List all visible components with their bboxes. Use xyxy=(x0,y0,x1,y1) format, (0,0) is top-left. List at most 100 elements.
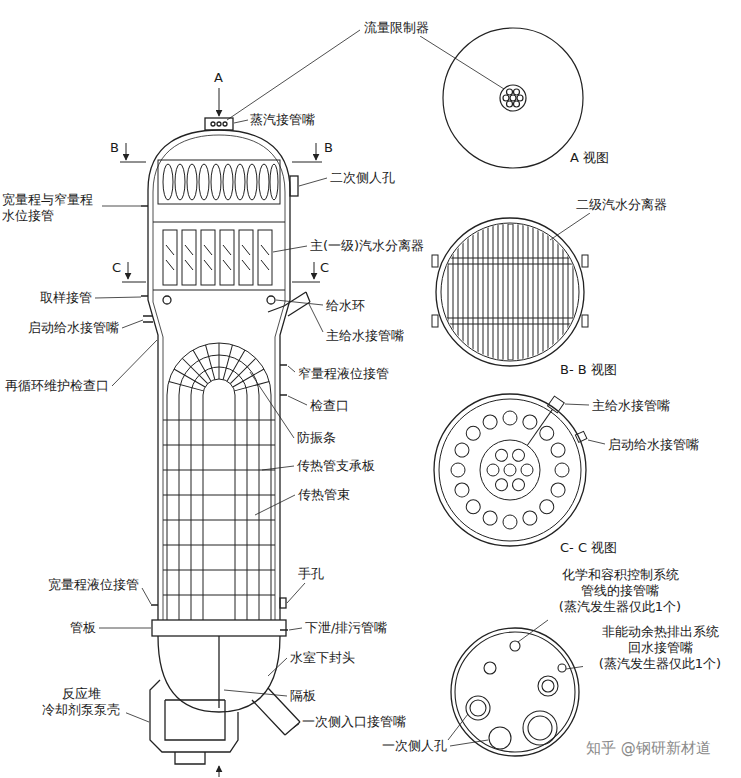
section-arrow-part xyxy=(128,262,129,279)
view-caption: B- B 视图 xyxy=(560,362,617,378)
view-a-part xyxy=(507,89,513,95)
leader-line-part xyxy=(99,628,151,629)
leader-line-part xyxy=(122,320,143,328)
part-label: 反应堆 冷却剂泵泵壳 xyxy=(36,686,126,718)
part-label: 隔板 xyxy=(290,688,316,704)
steam-dryer-part xyxy=(175,164,185,200)
leader-line-part xyxy=(518,620,548,642)
view-c-c-part-part xyxy=(522,396,564,449)
part-label: 蒸汽接管嘴 xyxy=(250,112,315,128)
view-a-part xyxy=(514,89,520,95)
leader-line-part xyxy=(588,440,605,444)
steam-dryer-part xyxy=(270,164,278,200)
part-label: 窄量程液位接管 xyxy=(298,366,389,382)
steam-dryer xyxy=(153,160,285,290)
vessel-shell-part xyxy=(211,122,215,126)
channel-head-bottom-view-part xyxy=(484,662,496,674)
leader-line-part xyxy=(227,30,360,120)
section-letter: C xyxy=(112,260,121,276)
tube-bundle-part xyxy=(203,379,235,620)
section-letter: B xyxy=(324,140,333,156)
view-c-c-part-part xyxy=(575,431,587,442)
channel-head-bottom-view-part xyxy=(523,711,557,745)
steam-dryer-part xyxy=(158,160,280,204)
view-c-c-part-part-part xyxy=(548,396,565,413)
leader-line-part xyxy=(255,495,295,515)
primary-separator xyxy=(163,230,272,285)
view-a-part xyxy=(514,101,520,107)
view-c-c-part-part xyxy=(453,441,471,459)
primary-separator-part xyxy=(201,230,215,285)
view-c-c-part-part xyxy=(493,447,509,463)
view-c-c-part-part xyxy=(537,423,557,443)
view-a-part xyxy=(517,95,523,101)
vessel-shell-part xyxy=(217,122,221,126)
part-label: 传热管支承板 xyxy=(297,458,375,474)
channel-head-bottom-view-part xyxy=(466,696,490,720)
primary-separator-part xyxy=(182,230,196,285)
tube-bundle-part xyxy=(191,367,247,620)
channel-head-bottom-view-part xyxy=(451,628,579,756)
leader-line-part xyxy=(124,712,149,722)
part-label: 二级汽水分离器 xyxy=(576,197,667,213)
part-label: 水室下封头 xyxy=(290,650,355,666)
section-letter: C xyxy=(320,260,329,276)
part-label: 启动给水接管嘴 xyxy=(608,437,699,453)
vessel-shell-part xyxy=(205,118,233,130)
tube-bundle-part-part xyxy=(169,382,204,391)
leader-line-part xyxy=(224,690,287,696)
channel-head-bottom-view-part xyxy=(538,676,558,696)
view-a-part xyxy=(507,101,513,107)
channel-head-bottom-view-part xyxy=(510,641,520,651)
primary-separator-part xyxy=(166,245,174,270)
primary-separator-part xyxy=(242,245,250,270)
leader-line-part xyxy=(95,297,141,298)
steam-dryer-part xyxy=(211,164,221,200)
view-b-b-part-part xyxy=(440,258,580,264)
view-b-b-part xyxy=(582,255,588,267)
tube-bundle-part-part xyxy=(223,345,232,380)
view-c-c-part-part xyxy=(549,441,567,459)
view-c-c-part-part xyxy=(463,423,483,443)
primary-separator-part xyxy=(239,230,253,285)
leader-line-part xyxy=(450,740,488,746)
view-c-c-part-part xyxy=(521,509,539,527)
view-a-part xyxy=(510,95,516,101)
channel-head-bottom-view-part xyxy=(542,680,554,692)
vessel-shell-part xyxy=(148,130,290,620)
steam-dryer-part xyxy=(187,164,197,200)
vessel-shell-part xyxy=(268,292,310,316)
leader-line-part xyxy=(98,206,141,207)
view-b-b-part xyxy=(440,224,580,360)
view-c-c-part-part xyxy=(481,509,499,527)
view-c-c-part-part xyxy=(463,497,483,517)
part-label: 管板 xyxy=(70,620,96,636)
leader-line-part xyxy=(289,628,302,630)
section-arrow-part xyxy=(219,88,220,116)
part-label: 检查口 xyxy=(310,398,349,414)
vessel-shell-part xyxy=(267,296,275,304)
view-b-b-part-part xyxy=(458,224,463,360)
leader-line-part xyxy=(288,396,307,405)
steam-dryer-part xyxy=(235,164,245,200)
part-label: 非能动余热排出系统 回水接管嘴 (蒸汽发生器仅此1个) xyxy=(583,624,737,672)
view-b-b-part xyxy=(436,218,584,366)
section-arrow-part xyxy=(219,766,220,777)
channel-head-bottom-view-part xyxy=(489,727,511,749)
tube-bundle-part xyxy=(179,355,259,620)
part-label: 手孔 xyxy=(298,566,324,582)
view-c-c-part-part xyxy=(493,477,509,493)
leader-line-part xyxy=(262,466,294,470)
view-b-b-part xyxy=(432,315,438,327)
section-arrow-part xyxy=(316,143,317,160)
steam-dryer-part xyxy=(163,164,173,200)
leader-line-part xyxy=(565,404,589,405)
section-arrow xyxy=(120,88,322,777)
leader-line-part xyxy=(299,178,327,186)
vessel-shell-part xyxy=(280,598,286,608)
section-letter: A xyxy=(214,70,223,86)
view-b-b-part-part xyxy=(498,224,503,360)
leader-line-part xyxy=(288,366,295,372)
